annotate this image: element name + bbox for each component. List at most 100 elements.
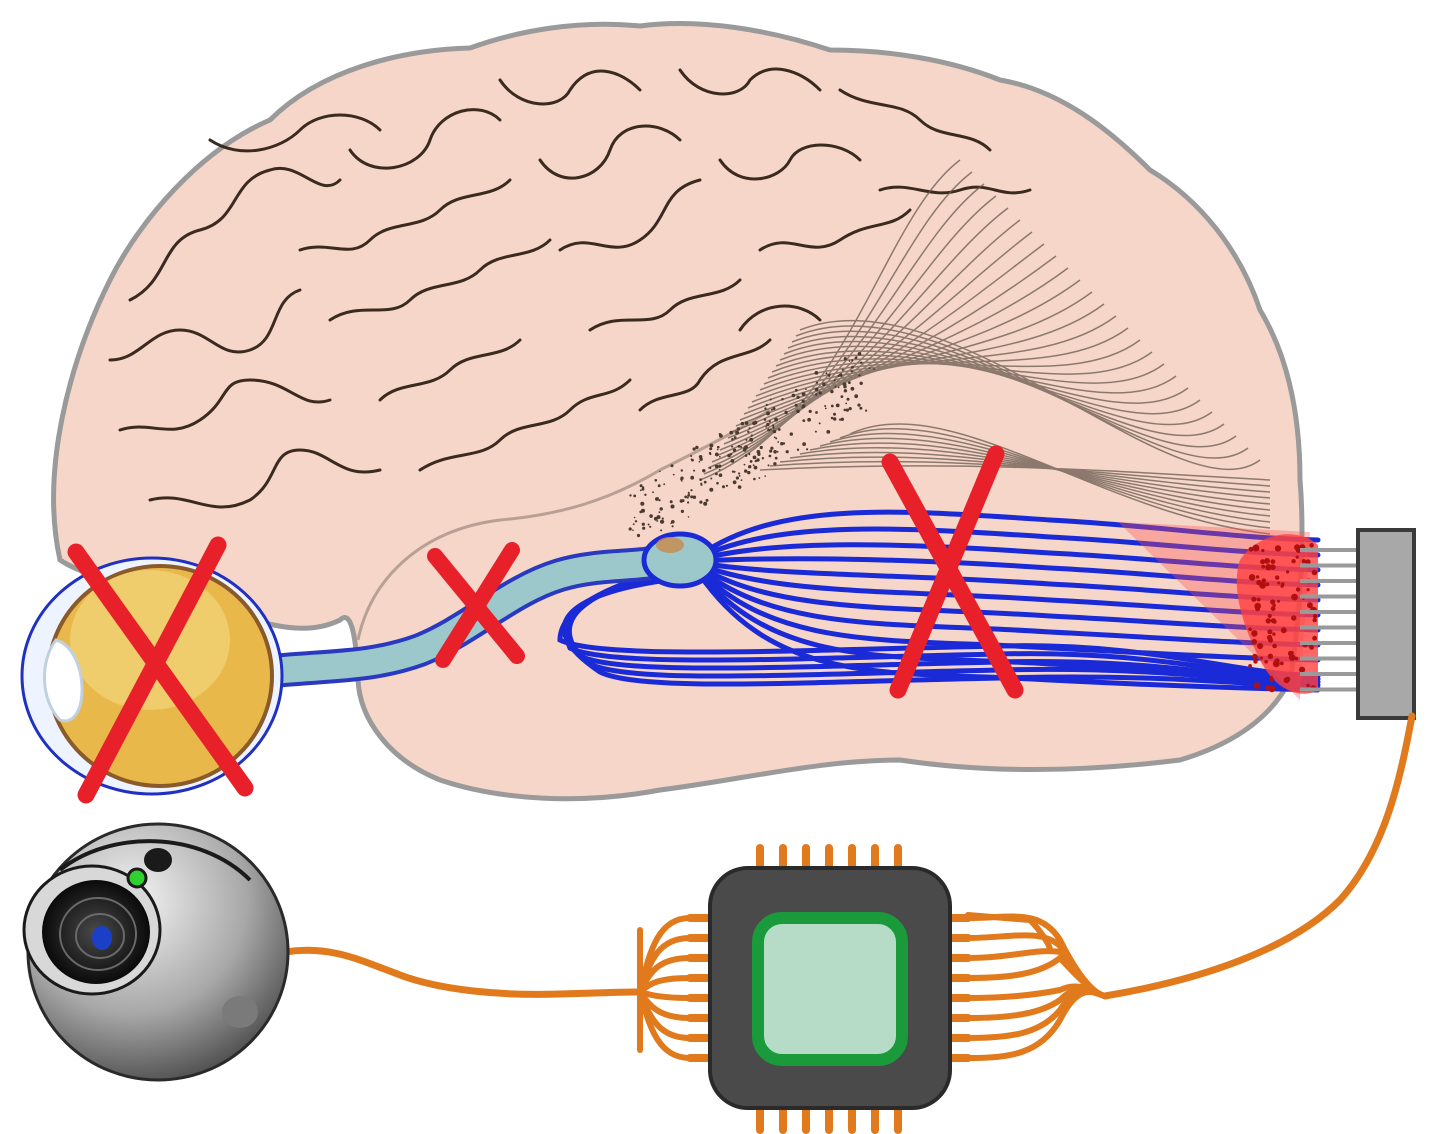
optic-radiation-icon [557, 509, 1321, 693]
cortex-dot [1311, 569, 1318, 576]
radiation-fiber [697, 566, 1321, 648]
stipple-dot [854, 356, 858, 360]
stipple-dot [808, 409, 812, 413]
stipple-dot [737, 444, 741, 448]
stipple-dot [796, 448, 800, 451]
stipple-dot [754, 459, 757, 463]
electrode-connector [1356, 528, 1416, 720]
stipple-dot [806, 448, 809, 451]
visual-cortex-icon [1118, 522, 1318, 700]
cortex-dots [1248, 543, 1318, 693]
brain-outline [51, 20, 1305, 802]
stipple-dot [796, 410, 799, 412]
cortex-dot [1295, 587, 1301, 592]
stipple-dot [716, 481, 719, 485]
fine-fiber-line [779, 456, 1271, 493]
stipple-dot [718, 464, 722, 468]
cortex-dot [1259, 581, 1266, 589]
stipple-dot [731, 445, 734, 448]
stipple-dot [772, 426, 775, 429]
camera-mount-hole [222, 996, 258, 1028]
stipple-dot [737, 485, 742, 489]
electrode-array-icon [1300, 528, 1416, 720]
cortex-dot [1254, 682, 1261, 689]
stipple-dot [773, 450, 777, 454]
stipple-dot [705, 498, 709, 502]
cortex-dot [1270, 559, 1276, 564]
stipple-dot [641, 487, 645, 491]
chip-fanout-left [637, 989, 693, 1001]
fine-fiber-line [735, 267, 1069, 427]
cortex-dot [1261, 578, 1267, 583]
stipple-dot [681, 499, 685, 503]
stipple-dot [747, 470, 751, 475]
cortex-dot [1295, 547, 1302, 553]
stipple-dot [784, 410, 788, 415]
stipple-dot [748, 427, 751, 430]
stipple-dot [709, 487, 714, 492]
stipple-dot [740, 446, 743, 448]
cortex-dot [1248, 546, 1254, 552]
stipple-dot [769, 428, 772, 431]
stipple-dot [763, 418, 767, 421]
cortex-dot [1280, 584, 1284, 588]
stipple-dot [698, 455, 703, 459]
cross-on-optic-radiation [881, 445, 1024, 699]
stipple-dot [714, 452, 719, 457]
stipple-dot [680, 478, 683, 481]
stipple-dot [731, 438, 734, 441]
cortex-dot [1264, 558, 1270, 564]
cortex-dot [1253, 659, 1258, 664]
chip-fanout-right [965, 989, 1108, 1061]
stipple-dot [765, 403, 768, 406]
stipple-dot [647, 523, 650, 526]
fine-fiber-line [799, 446, 1271, 505]
stipple-dot [794, 403, 798, 407]
stipple-dot [765, 425, 767, 428]
stipple-dot [830, 404, 834, 408]
stipple-dot [727, 453, 731, 458]
stipple-dot [789, 432, 793, 436]
stipple-dot [699, 500, 703, 504]
stipple-dot [764, 407, 767, 410]
stipple-dot [649, 514, 653, 518]
radiation-fiber [697, 509, 1321, 558]
stipple-dot [639, 510, 643, 514]
lgn-highlight [656, 537, 684, 553]
stipple-dot [752, 455, 757, 460]
cortex-dot [1280, 627, 1287, 634]
stipple-dot [719, 434, 723, 438]
stipple-dot [833, 379, 836, 382]
stipple-dot [774, 456, 778, 460]
stipple-dot [822, 382, 826, 387]
stipple-dot [714, 464, 719, 469]
stipple-dot [794, 388, 798, 392]
stipple-dot [860, 361, 863, 364]
cortex-dot [1283, 677, 1290, 684]
cross-mark-icon [67, 445, 1024, 804]
stipple-dot [868, 367, 871, 370]
cortex-dot [1294, 656, 1299, 661]
stipple-dot [845, 402, 848, 405]
stipple-dot [729, 430, 733, 435]
fine-fiber-line [789, 451, 1271, 499]
stipple-dot [824, 405, 827, 407]
wires [281, 712, 1416, 1000]
stipple-dot [671, 520, 675, 524]
chip-die [752, 912, 908, 1066]
cortex-dot [1268, 685, 1276, 693]
fine-fiber-line [731, 255, 1057, 433]
stipple-dot [826, 430, 831, 434]
stipple-dot [801, 406, 804, 409]
stipple-dot [815, 381, 819, 384]
cross-on-optic-nerve [427, 542, 525, 668]
cortex-dot [1274, 545, 1282, 552]
stipple-dot [766, 422, 770, 427]
stipple-dot [764, 475, 766, 477]
brain-sulci [108, 67, 1032, 509]
stipple-dot [815, 411, 818, 414]
fine-fiber-line [707, 183, 985, 469]
cortex-dot [1277, 581, 1281, 585]
stipple-dot [658, 511, 661, 514]
fine-fiber-line [703, 171, 973, 475]
